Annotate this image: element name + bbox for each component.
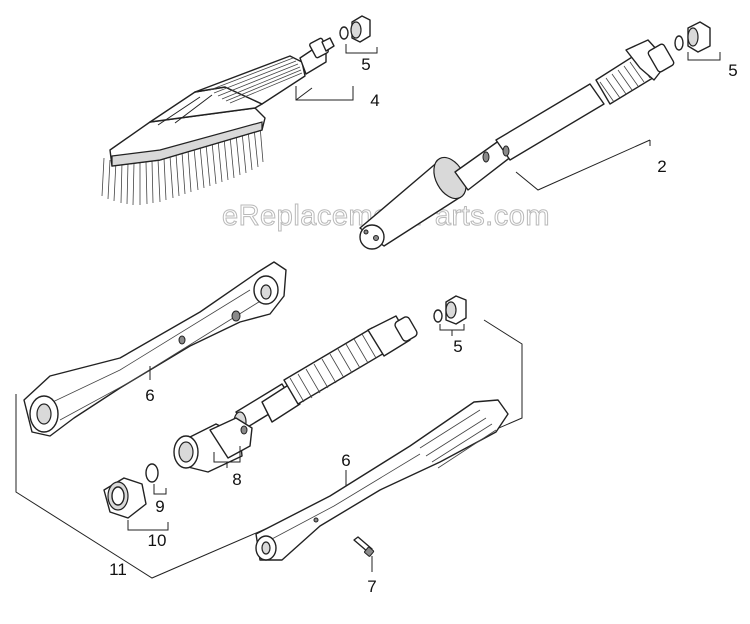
tube-nozzle-nut-part	[674, 21, 711, 53]
wash-brush-part	[101, 37, 335, 206]
leader-5-brush	[345, 44, 378, 54]
callout-4: 4	[370, 91, 379, 110]
callout-11: 11	[109, 560, 127, 579]
callout-7: 7	[367, 577, 376, 596]
brush-nozzle-nut-part	[339, 15, 371, 43]
leader-10	[127, 520, 169, 531]
callout-6-lower: 6	[341, 451, 350, 470]
screw-part	[353, 536, 375, 557]
handle-shell-lower-part	[255, 399, 509, 561]
brush-bristles	[101, 125, 264, 206]
leader-9	[153, 484, 167, 495]
handle-shell-upper-part	[23, 261, 287, 437]
extension-tube-part	[359, 39, 675, 250]
coupling-nut-part	[173, 417, 253, 473]
callout-5-lance: 5	[453, 337, 462, 356]
leader-4	[295, 86, 354, 101]
callout-8: 8	[232, 470, 241, 489]
lance-nozzle-nut-part	[433, 295, 467, 325]
callout-5-tube: 5	[728, 61, 737, 80]
leader-5-lance	[439, 324, 465, 336]
lance-tube-part	[233, 315, 418, 433]
leader-2	[515, 139, 651, 191]
callout-6-upper: 6	[145, 386, 154, 405]
callout-10: 10	[148, 531, 167, 550]
callout-9: 9	[155, 497, 164, 516]
leader-5-tube	[687, 52, 721, 61]
o-ring-part	[145, 463, 159, 483]
callout-5-brush: 5	[361, 55, 370, 74]
fitting-part	[103, 477, 147, 519]
leader-8	[213, 446, 241, 468]
callout-2: 2	[657, 157, 666, 176]
